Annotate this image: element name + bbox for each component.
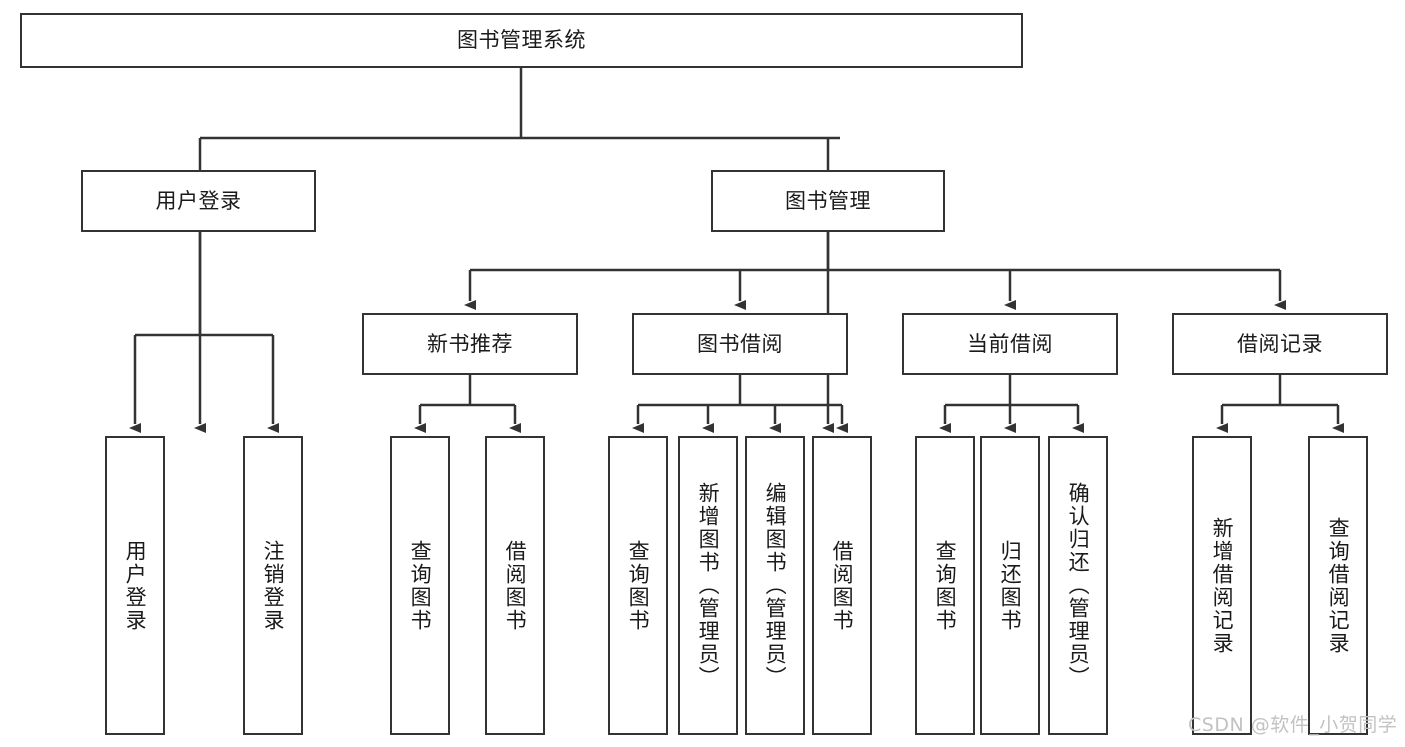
node-label: 确认归还（管理员） — [1066, 482, 1091, 689]
node-label: 新增借阅记录 — [1210, 516, 1235, 655]
leaf-book-borrow-query[interactable]: 查询图书 — [608, 436, 668, 735]
node-book-borrow[interactable]: 图书借阅 — [632, 313, 848, 375]
node-label: 查询图书 — [408, 539, 433, 632]
leaf-current-borrow-query[interactable]: 查询图书 — [915, 436, 975, 735]
leaf-borrow-record-add[interactable]: 新增借阅记录 — [1192, 436, 1252, 735]
leaf-book-borrow-borrowbook[interactable]: 借阅图书 — [812, 436, 872, 735]
node-label: 新书推荐 — [427, 331, 513, 356]
leaf-current-borrow-confirm-return[interactable]: 确认归还（管理员） — [1048, 436, 1108, 735]
node-label: 图书借阅 — [697, 331, 783, 356]
node-label: 编辑图书（管理员） — [763, 482, 788, 689]
leaf-new-book-query[interactable]: 查询图书 — [390, 436, 450, 735]
leaf-new-book-borrow[interactable]: 借阅图书 — [485, 436, 545, 735]
node-label: 图书管理 — [785, 188, 871, 213]
node-label: 用户登录 — [123, 539, 148, 632]
node-label: 查询图书 — [933, 539, 958, 632]
leaf-user-login-login[interactable]: 用户登录 — [105, 436, 165, 735]
leaf-current-borrow-return[interactable]: 归还图书 — [980, 436, 1040, 735]
node-book-management[interactable]: 图书管理 — [711, 170, 945, 232]
node-label: 借阅记录 — [1237, 331, 1323, 356]
node-label: 查询借阅记录 — [1326, 516, 1351, 655]
node-label: 查询图书 — [626, 539, 651, 632]
node-label: 归还图书 — [998, 539, 1023, 632]
node-root-book-management-system[interactable]: 图书管理系统 — [20, 13, 1023, 68]
leaf-borrow-record-query[interactable]: 查询借阅记录 — [1308, 436, 1368, 735]
node-label: 当前借阅 — [967, 331, 1053, 356]
leaf-book-borrow-add[interactable]: 新增图书（管理员） — [678, 436, 738, 735]
node-label: 图书管理系统 — [457, 28, 586, 53]
node-user-login[interactable]: 用户登录 — [81, 170, 316, 232]
leaf-user-login-logout[interactable]: 注销登录 — [243, 436, 303, 735]
node-label: 用户登录 — [155, 188, 242, 213]
node-label: 借阅图书 — [830, 539, 855, 632]
node-new-book-recommend[interactable]: 新书推荐 — [362, 313, 578, 375]
node-label: 新增图书（管理员） — [696, 482, 721, 689]
node-borrow-record[interactable]: 借阅记录 — [1172, 313, 1388, 375]
leaf-book-borrow-edit[interactable]: 编辑图书（管理员） — [745, 436, 805, 735]
node-label: 注销登录 — [261, 539, 286, 632]
node-label: 借阅图书 — [503, 539, 528, 632]
node-current-borrow[interactable]: 当前借阅 — [902, 313, 1118, 375]
